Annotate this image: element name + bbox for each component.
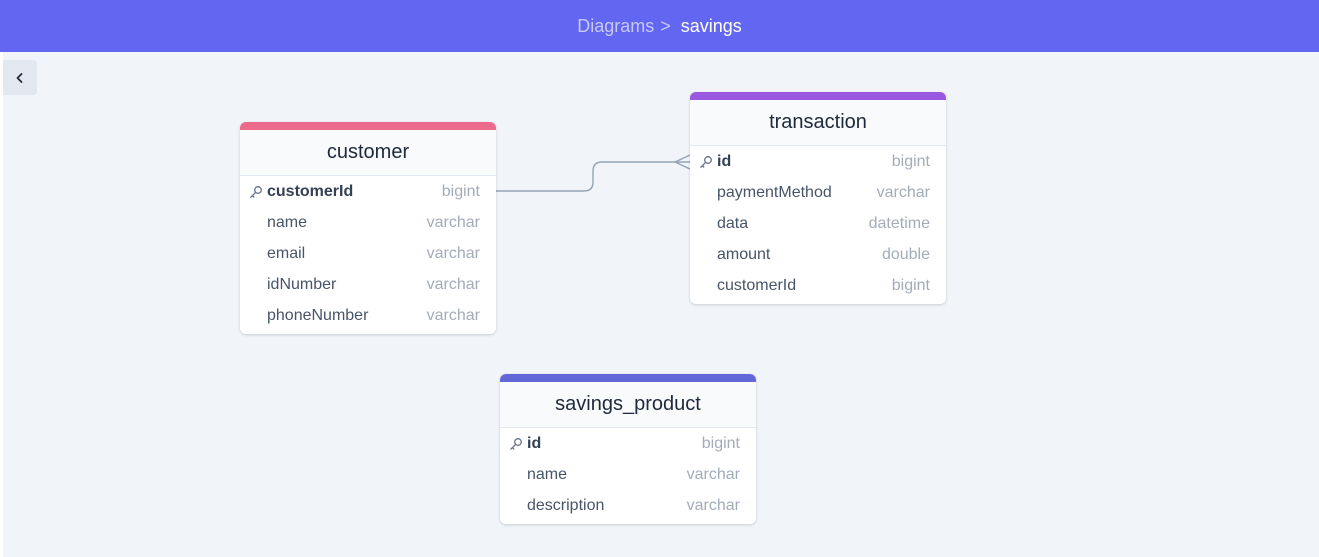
column-name: customerId bbox=[717, 276, 797, 294]
column-row[interactable]: name varchar bbox=[240, 207, 496, 238]
key-slot bbox=[249, 246, 267, 262]
column-row[interactable]: idNumber varchar bbox=[240, 269, 496, 300]
sidebar-edge bbox=[0, 52, 3, 557]
column-row[interactable]: phoneNumber varchar bbox=[240, 300, 496, 331]
key-slot bbox=[249, 184, 267, 200]
table-accent bbox=[690, 92, 946, 100]
column-row[interactable]: data datetime bbox=[690, 208, 946, 239]
column-row[interactable]: email varchar bbox=[240, 238, 496, 269]
column-name: paymentMethod bbox=[717, 183, 832, 201]
column-type: bigint bbox=[441, 182, 480, 200]
column-type: varchar bbox=[426, 306, 480, 324]
key-slot bbox=[249, 215, 267, 231]
table-accent bbox=[240, 122, 496, 130]
column-type: bigint bbox=[891, 152, 930, 170]
column-type: varchar bbox=[426, 213, 480, 231]
top-bar: Diagrams > savings bbox=[0, 0, 1319, 52]
key-icon bbox=[700, 155, 712, 168]
column-type: varchar bbox=[876, 183, 930, 201]
column-row[interactable]: id bigint bbox=[500, 428, 756, 459]
column-type: varchar bbox=[686, 496, 740, 514]
key-slot bbox=[509, 498, 527, 514]
column-name: email bbox=[267, 244, 306, 262]
table-transaction[interactable]: transaction id bigint paymentMethod varchar… bbox=[690, 92, 946, 304]
column-name: phoneNumber bbox=[267, 306, 369, 324]
key-slot bbox=[509, 467, 527, 483]
column-row[interactable]: paymentMethod varchar bbox=[690, 177, 946, 208]
key-slot bbox=[699, 278, 717, 294]
table-title[interactable]: savings_product bbox=[500, 382, 756, 428]
key-icon bbox=[250, 185, 262, 198]
column-row[interactable]: customerId bigint bbox=[240, 176, 496, 207]
column-row[interactable]: description varchar bbox=[500, 490, 756, 521]
table-columns: id bigint name varchar description varchar bbox=[500, 428, 756, 524]
key-slot bbox=[249, 308, 267, 324]
column-name: id bbox=[527, 434, 542, 452]
breadcrumb-current: savings bbox=[680, 15, 742, 36]
table-title[interactable]: customer bbox=[240, 130, 496, 176]
key-slot bbox=[699, 247, 717, 263]
table-columns: id bigint paymentMethod varchar data datetime… bbox=[690, 146, 946, 304]
column-name: idNumber bbox=[267, 275, 337, 293]
breadcrumb-parent[interactable]: Diagrams bbox=[577, 15, 655, 36]
key-slot bbox=[699, 185, 717, 201]
column-name: amount bbox=[717, 245, 771, 263]
key-slot bbox=[249, 277, 267, 293]
key-slot bbox=[509, 436, 527, 452]
key-slot bbox=[699, 154, 717, 170]
column-type: varchar bbox=[686, 465, 740, 483]
column-name: customerId bbox=[267, 182, 354, 200]
column-type: varchar bbox=[426, 244, 480, 262]
column-row[interactable]: amount double bbox=[690, 239, 946, 270]
column-type: double bbox=[881, 245, 930, 263]
column-name: description bbox=[527, 496, 605, 514]
column-type: bigint bbox=[891, 276, 930, 294]
breadcrumb-separator: > bbox=[660, 15, 671, 36]
column-type: datetime bbox=[868, 214, 930, 232]
column-name: name bbox=[527, 465, 568, 483]
column-row[interactable]: id bigint bbox=[690, 146, 946, 177]
column-type: varchar bbox=[426, 275, 480, 293]
sidebar-toggle-button[interactable] bbox=[3, 60, 37, 95]
key-icon bbox=[510, 437, 522, 450]
key-slot bbox=[699, 216, 717, 232]
column-row[interactable]: name varchar bbox=[500, 459, 756, 490]
column-name: id bbox=[717, 152, 732, 170]
column-name: name bbox=[267, 213, 308, 231]
column-type: bigint bbox=[701, 434, 740, 452]
column-row[interactable]: customerId bigint bbox=[690, 270, 946, 301]
table-title[interactable]: transaction bbox=[690, 100, 946, 146]
column-name: data bbox=[717, 214, 749, 232]
chevron-left-icon bbox=[16, 72, 23, 83]
table-accent bbox=[500, 374, 756, 382]
